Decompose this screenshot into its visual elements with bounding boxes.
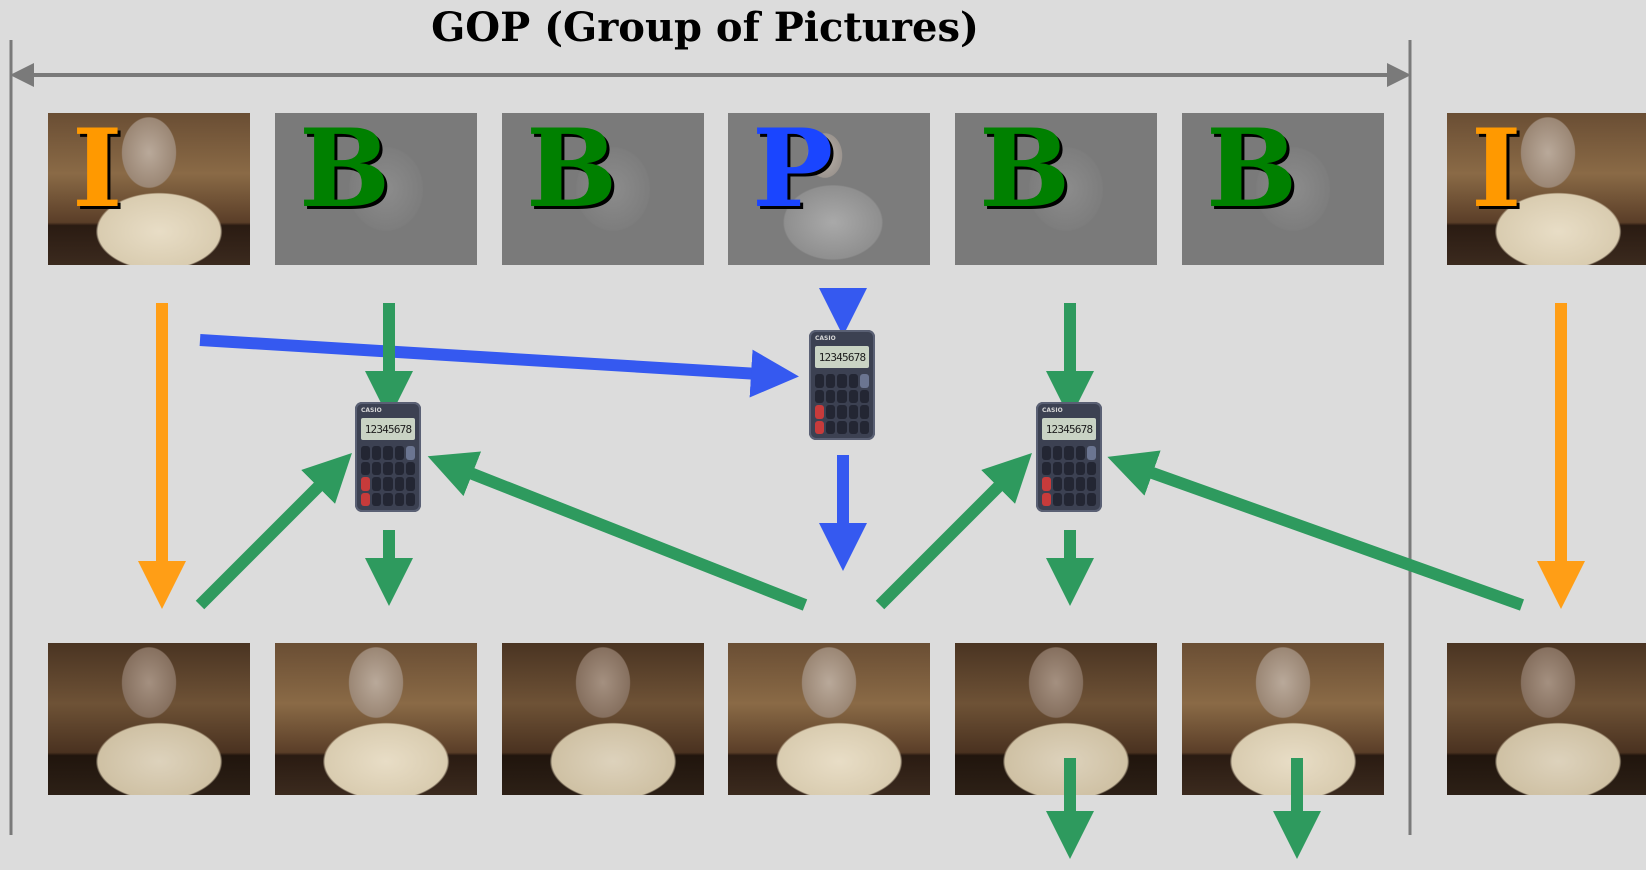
- encoded-frame-i: I: [48, 113, 250, 265]
- calculator-keypad: [815, 374, 869, 434]
- b-reference-arrow: [875, 453, 1032, 610]
- decoded-frame: [728, 643, 930, 795]
- calculator-display: 12345678: [815, 346, 869, 368]
- frame-type-label: B: [1206, 113, 1298, 232]
- decoded-frame: [1182, 643, 1384, 795]
- gop-title: GOP (Group of Pictures): [431, 4, 979, 51]
- calculator-brand: CASIO: [1042, 407, 1063, 414]
- decoded-frame: [502, 643, 704, 795]
- calculator-brand: CASIO: [361, 407, 382, 414]
- frame-type-label: B: [526, 113, 618, 232]
- encoded-frame-p: P: [728, 113, 930, 265]
- calculator-icon: CASIO 12345678: [809, 330, 875, 440]
- decoded-frame-next-gop: [1447, 643, 1646, 795]
- frame-type-label: I: [1471, 113, 1522, 232]
- encoded-frame-b: B: [1182, 113, 1384, 265]
- encoded-frame-b: B: [275, 113, 477, 265]
- b-reference-arrow: [1107, 450, 1525, 611]
- calculator-keypad: [361, 446, 415, 506]
- calculator-keypad: [1042, 446, 1096, 506]
- frame-type-label: B: [979, 113, 1071, 232]
- calculator-icon: CASIO 12345678: [1036, 402, 1102, 512]
- calculator-display: 12345678: [1042, 418, 1096, 440]
- frame-type-label: P: [752, 113, 834, 232]
- calculator-brand: CASIO: [815, 335, 836, 342]
- frame-type-label: I: [72, 113, 123, 232]
- calculator-icon: CASIO 12345678: [355, 402, 421, 512]
- calculator-display: 12345678: [361, 418, 415, 440]
- encoded-frame-b: B: [502, 113, 704, 265]
- encoded-frame-i-next-gop: I: [1447, 113, 1646, 265]
- encoded-frame-b: B: [955, 113, 1157, 265]
- decoded-frame: [275, 643, 477, 795]
- decoded-frame: [955, 643, 1157, 795]
- p-reference-arrow: [199, 334, 799, 398]
- b-reference-arrow: [195, 453, 352, 610]
- frame-type-label: B: [299, 113, 391, 232]
- decoded-frame: [48, 643, 250, 795]
- b-reference-arrow: [427, 451, 808, 611]
